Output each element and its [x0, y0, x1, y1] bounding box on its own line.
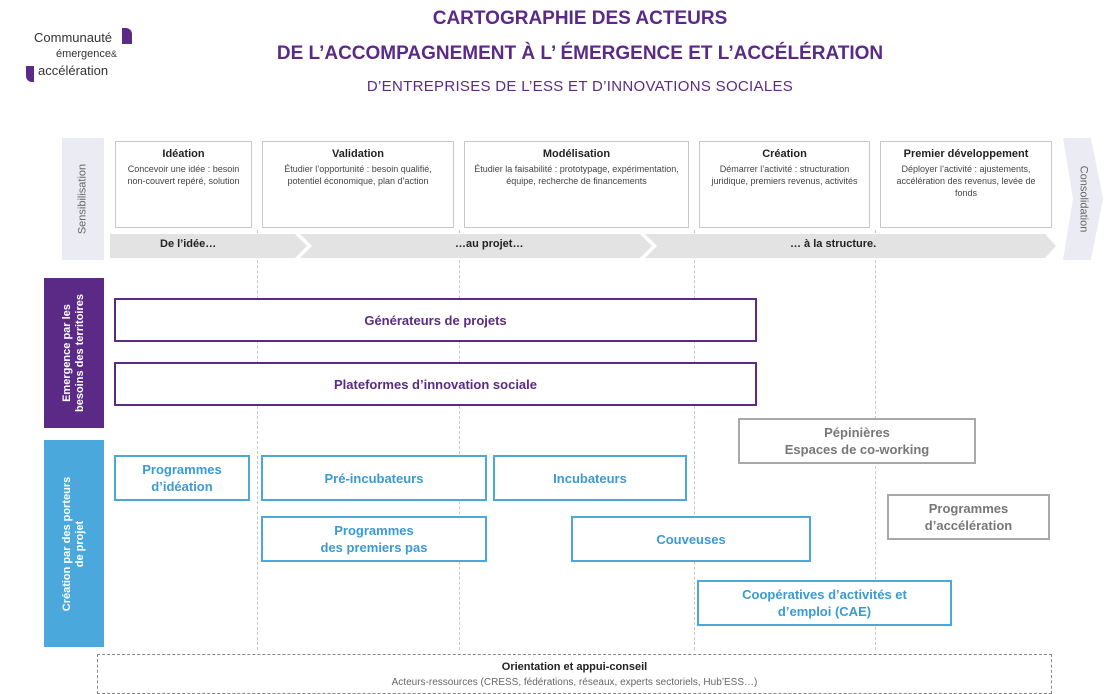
- stage-description: Démarrer l’activité : structuration juri…: [711, 164, 858, 186]
- logo-line-1: Communauté: [34, 30, 113, 45]
- stage-description: Étudier l’opportunité : besoin qualifié,…: [284, 164, 432, 186]
- progression-arrows: [110, 234, 1056, 258]
- stage-divider: [257, 230, 258, 650]
- actor-couveuses: Couveuses: [571, 516, 811, 562]
- page-title-line-2: DE L’ACCOMPAGNEMENT À L’ ÉMERGENCE ET L’…: [276, 43, 884, 64]
- actor-generateurs-de-projets: Générateurs de projets: [114, 298, 757, 342]
- footer-title: Orientation et appui-conseil: [501, 661, 648, 673]
- sensibilisation-band: Sensibilisation: [62, 138, 104, 260]
- stage-validation: Validation Étudier l’opportunité : besoi…: [262, 141, 454, 228]
- stage-ideation: Idéation Concevoir une idée : besoin non…: [115, 141, 252, 228]
- stage-title: Idéation: [162, 148, 205, 160]
- consolidation-band: Consolidation: [1063, 138, 1103, 260]
- logo-mark-top: [122, 28, 132, 44]
- creation-label: Création par des porteurs de projet: [61, 476, 86, 611]
- consolidation-label: Consolidation: [1077, 165, 1090, 233]
- arrow-label-structure: … à la structure.: [790, 238, 877, 250]
- stage-modelisation: Modélisation Étudier la faisabilité : pr…: [464, 141, 689, 228]
- page-title-line-1: CARTOGRAPHIE DES ACTEURS: [432, 8, 728, 29]
- stage-title: Création: [762, 148, 807, 160]
- stage-premier-developpement: Premier développement Déployer l’activit…: [880, 141, 1052, 228]
- stage-description: Déployer l’activité : ajustements, accél…: [896, 164, 1036, 198]
- page-subtitle: D’ENTREPRISES DE L’ESS ET D’INNOVATIONS …: [366, 78, 794, 95]
- actor-incubateurs: Incubateurs: [493, 455, 687, 501]
- orientation-appui-conseil-box: Orientation et appui-conseil Acteurs-res…: [97, 654, 1052, 694]
- actor-plateformes-innovation-sociale: Plateformes d’innovation sociale: [114, 362, 757, 406]
- logo-line-2: émergence&: [56, 48, 118, 60]
- stage-creation: Création Démarrer l’activité : structura…: [699, 141, 870, 228]
- stage-title: Modélisation: [542, 148, 611, 160]
- stage-description: Concevoir une idée : besoin non-couvert …: [127, 164, 240, 186]
- footer-description: Acteurs-ressources (CRESS, fédérations, …: [391, 677, 758, 688]
- arrow-label-projet: …au projet…: [455, 238, 524, 250]
- emergence-band: Emergence par les besoins des territoire…: [44, 278, 104, 428]
- logo-line-3: accélération: [38, 63, 109, 78]
- logo: Communauté émergence& accélération: [26, 28, 146, 90]
- arrow-label-idee: De l’idée…: [160, 238, 217, 250]
- stage-title: Validation: [332, 148, 384, 160]
- stage-divider: [694, 230, 695, 650]
- stage-divider: [459, 230, 460, 650]
- sensibilisation-label: Sensibilisation: [76, 163, 89, 235]
- creation-band: Création par des porteurs de projet: [44, 440, 104, 647]
- stage-title: Premier développement: [903, 148, 1029, 160]
- stage-description: Étudier la faisabilité : prototypage, ex…: [474, 164, 679, 186]
- actor-pre-incubateurs: Pré-incubateurs: [261, 455, 487, 501]
- logo-mark-bottom: [26, 66, 34, 82]
- consolidation-chevron: [1063, 138, 1103, 260]
- emergence-label: Emergence par les besoins des territoire…: [61, 294, 86, 412]
